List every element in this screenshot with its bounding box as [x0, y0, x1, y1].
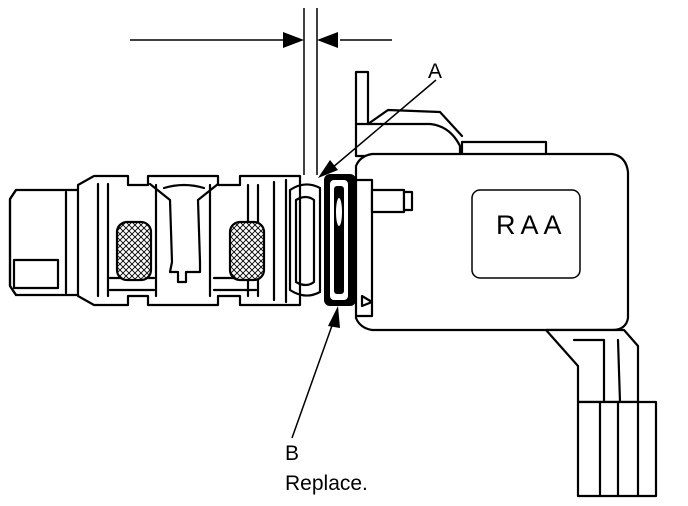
connector-housing: RAA — [354, 152, 630, 332]
valve-spool — [76, 174, 302, 307]
leader-a-arrow-icon — [318, 79, 437, 178]
electrical-connector — [544, 328, 658, 498]
filter-screen-icon — [115, 220, 153, 282]
label-b: B — [285, 442, 299, 465]
label-a: A — [428, 60, 442, 83]
label-b-note: Replace. — [285, 472, 368, 495]
dimension-marker — [130, 8, 392, 175]
part-marking: RAA — [496, 210, 567, 240]
end-cap — [8, 188, 84, 297]
mounting-bracket — [354, 70, 548, 158]
filter-screen-icon — [228, 220, 266, 282]
leader-b-arrow-icon — [291, 306, 340, 439]
o-ring — [324, 174, 356, 306]
